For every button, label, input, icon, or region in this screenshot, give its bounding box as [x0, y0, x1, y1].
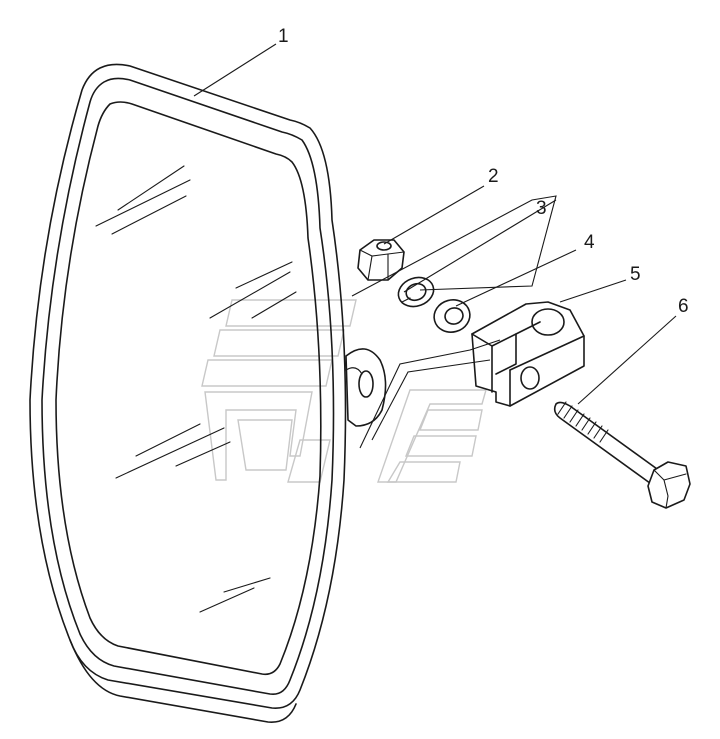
- leader-5: [559, 279, 627, 303]
- callout-2: 2: [488, 166, 499, 187]
- leader-4: [455, 249, 577, 307]
- mirror-outer-frame: [29, 63, 347, 709]
- mirror-glass-edge: [55, 101, 322, 676]
- callout-1: 1: [278, 26, 289, 47]
- mirror-inner-frame: [41, 77, 335, 696]
- leader-2: [383, 185, 485, 245]
- nut-part: [357, 239, 405, 281]
- clamp-bracket-part: [471, 301, 585, 407]
- spring-washer-part: [397, 276, 435, 308]
- assembly-guide-line: [359, 339, 501, 449]
- bolt-part: [553, 401, 691, 509]
- flat-washer-part: [433, 299, 471, 333]
- callout-3: 3: [536, 198, 547, 219]
- leader-3b: [403, 199, 557, 293]
- leader-6: [577, 315, 677, 405]
- callout-6: 6: [678, 296, 689, 317]
- leader-lines: [193, 43, 677, 449]
- leader-3: [351, 195, 557, 297]
- callout-5: 5: [630, 264, 641, 285]
- assembly-guide-line-2: [371, 359, 491, 441]
- mirror-mount-lug: [345, 348, 387, 427]
- glass-reflection-lines: [95, 165, 297, 613]
- callout-4: 4: [584, 232, 595, 253]
- callout-numbers: 1 2 3 4 5 6: [278, 26, 689, 317]
- mirror-part: [29, 63, 387, 723]
- leader-1: [193, 43, 277, 97]
- mirror-frame-bottom-lip: [69, 639, 297, 723]
